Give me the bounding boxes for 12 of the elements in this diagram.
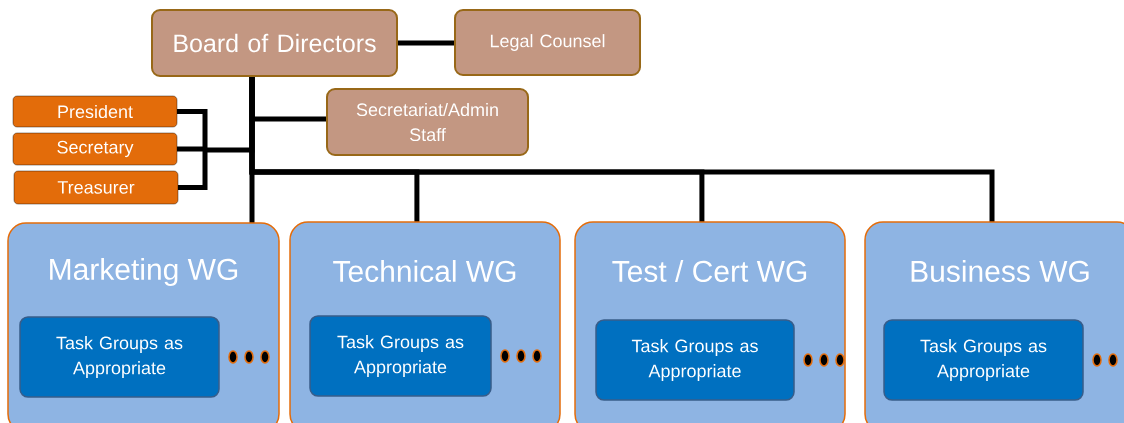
task-group-box: Task Groups as Appropriate — [19, 316, 220, 398]
task-group-box: Task Groups as Appropriate — [883, 319, 1084, 401]
staff-box: Legal Counsel — [454, 9, 641, 76]
officer-box: Treasurer — [13, 170, 179, 205]
officer-box: President — [12, 95, 178, 128]
officer-box: Secretary — [12, 132, 178, 166]
connector-line — [249, 76, 995, 222]
connector-line — [397, 40, 455, 46]
task-group-box: Task Groups as Appropriate — [309, 315, 492, 397]
staff-box: Secretariat/Admin Staff — [326, 88, 529, 156]
task-group-box: Task Groups as Appropriate — [595, 319, 795, 401]
board-box: Board of Directors — [151, 9, 398, 77]
